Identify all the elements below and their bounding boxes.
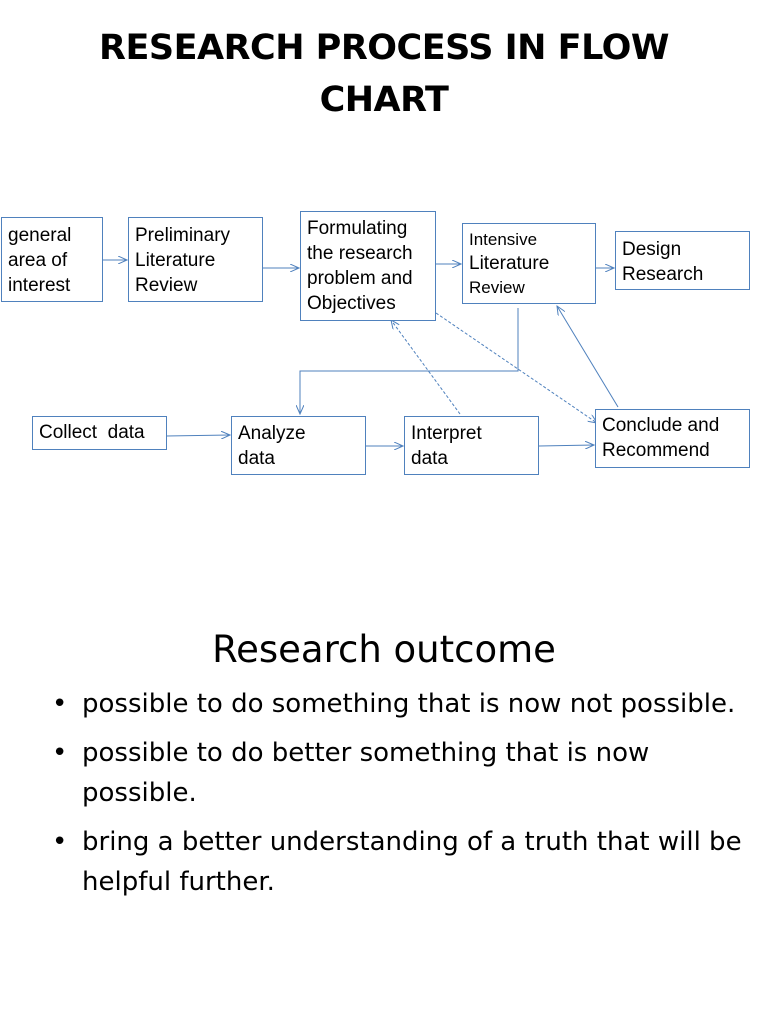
list-item: bring a better understanding of a truth …	[52, 822, 742, 902]
arrow-collect-to-analyze	[165, 435, 230, 436]
arrow-conclude-to-intensive	[557, 306, 619, 408]
box-conclude-and-recommend: Conclude and Recommend	[595, 409, 750, 468]
title-line-1: RESEARCH PROCESS IN FLOW	[99, 28, 669, 68]
box-collect-data: Collect data	[32, 416, 167, 450]
arrow-intensive-to-analyze	[300, 308, 519, 414]
box-preliminary-literature-review: Preliminary Literature Review	[128, 217, 263, 302]
box-formulating-research-problem: Formulating the research problem and Obj…	[300, 211, 436, 321]
outcome-bullet-list: possible to do something that is now not…	[52, 684, 742, 911]
arrow-interpret-to-formulating	[391, 320, 461, 415]
list-item: possible to do something that is now not…	[52, 684, 742, 724]
arrow-formulating-to-conclude	[435, 312, 597, 423]
box-interpret-data: Interpret data	[404, 416, 539, 475]
list-item: possible to do better something that is …	[52, 733, 742, 813]
section-heading-research-outcome: Research outcome	[212, 628, 556, 671]
box-analyze-data: Analyze data	[231, 416, 366, 475]
arrow-interpret-to-conclude	[538, 445, 594, 446]
box-general-area-of-interest: general area of interest	[1, 217, 103, 302]
page-title: RESEARCH PROCESS IN FLOW CHART	[0, 22, 768, 126]
box-intensive-literature-review: Intensive Literature Review	[462, 223, 596, 304]
box-design-research: Design Research	[615, 231, 750, 290]
title-line-2: CHART	[319, 80, 449, 120]
